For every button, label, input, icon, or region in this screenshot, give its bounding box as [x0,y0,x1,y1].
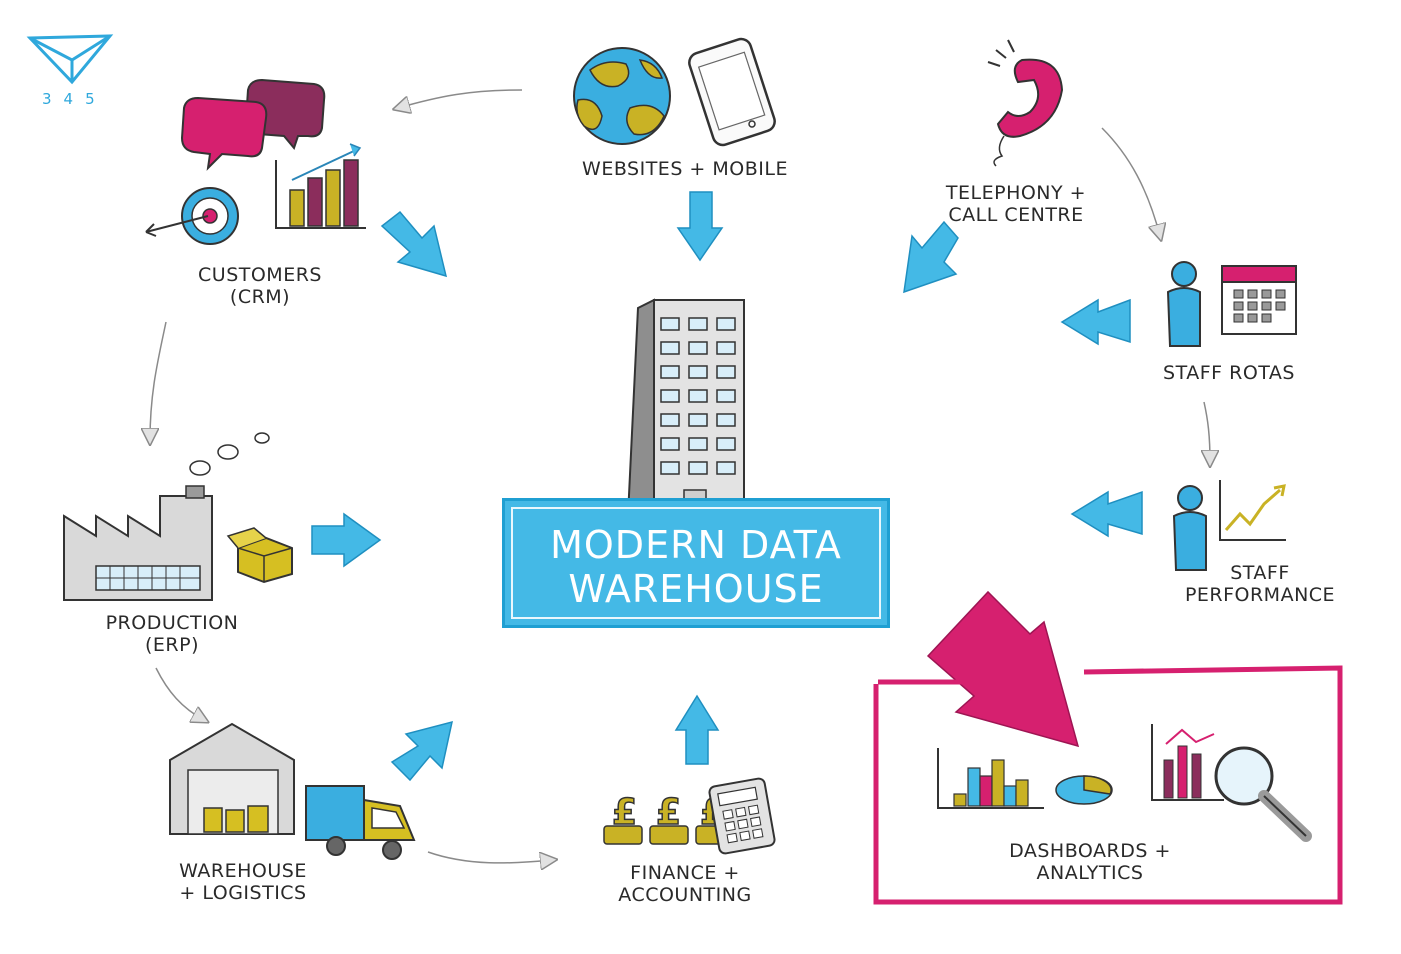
logo-number: 345 [42,90,107,108]
arrow-performance-in-1 [1070,490,1143,538]
connector-production-to-warehouse [155,667,204,720]
inflow-arrows [311,191,1143,782]
modern-data-warehouse-box: MODERN DATA WAREHOUSE [502,498,890,628]
arrow-telephony-in [903,220,959,294]
label-finance-accounting: FINANCE + ACCOUNTING [618,862,752,906]
magnifier-icon [1214,746,1312,842]
telephone-icon [987,39,1064,167]
calendar-icon [1221,265,1297,335]
label-staff-rotas: STAFF ROTAS [1163,362,1295,384]
flow-connectors [150,89,1210,863]
calculator-icon [708,777,776,855]
pie-chart-icon [1055,775,1113,805]
arrow-warehouse-in [390,720,453,782]
pound-signs-icon: £ £ £ [603,791,731,845]
dashboard-bar-chart-icon [937,748,1044,809]
svg-text:£: £ [612,792,637,833]
connector-customers-to-production [150,321,167,440]
center-title-line2: WAREHOUSE [568,567,824,611]
connector-warehouse-to-finance [427,852,552,863]
warehouse-icon [169,722,295,835]
staff-person-icon [1166,261,1201,347]
arrow-to-dashboards [926,590,1080,748]
arrow-production-in [311,512,382,568]
office-building-icon [626,298,745,517]
globe-icon [573,47,671,145]
center-title: MODERN DATA WAREHOUSE [505,523,887,611]
arrow-finance-up [674,694,720,765]
svg-text:£: £ [656,792,681,833]
smartphone-icon [688,37,776,147]
dashboards-frame [873,665,1343,905]
arrow-websites-down [676,191,724,262]
analytics-chart-icon [1151,724,1224,801]
label-customers: CUSTOMERS (CRM) [198,264,322,308]
arrow-customers-in [380,210,448,278]
label-telephony: TELEPHONY + CALL CENTRE [945,182,1087,226]
staff-person-2-icon [1172,485,1207,571]
connector-websites-to-customers [398,89,523,108]
label-staff-performance: STAFF PERFORMANCE [1184,562,1336,606]
connector-telephony-to-rotas [1101,127,1160,236]
line-chart-icon [1219,480,1286,541]
truck-icon [305,785,416,860]
cardboard-box-icon [226,527,293,584]
center-title-line1: MODERN DATA [550,523,842,567]
label-websites-mobile: WEBSITES + MOBILE [582,158,788,180]
label-dashboards-analytics: DASHBOARDS + ANALYTICS [1009,840,1171,884]
paper-plane-logo-icon [26,34,114,85]
bar-chart-icon [275,143,366,229]
label-production: PRODUCTION (ERP) [105,612,239,656]
target-icon [145,187,239,245]
label-warehouse-logistics: WAREHOUSE + LOGISTICS [179,860,307,904]
factory-icon [63,432,270,601]
arrow-rotas-in-1 [1060,298,1131,346]
speech-bubbles-icon [180,78,326,171]
connector-rotas-to-performance [1204,401,1210,462]
